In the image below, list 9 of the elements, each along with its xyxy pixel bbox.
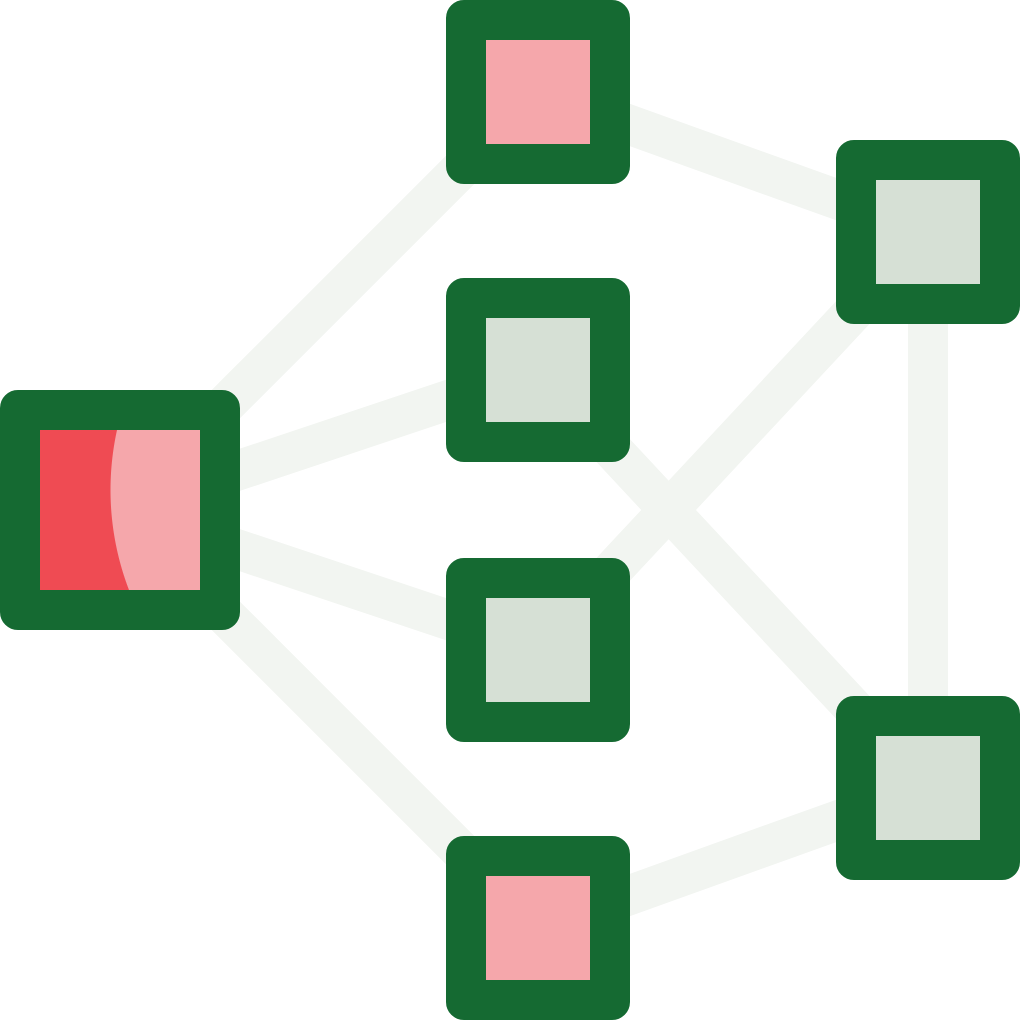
connector-line [603, 304, 863, 578]
square-node [446, 558, 630, 742]
square-node [446, 836, 630, 1020]
square-node [446, 0, 630, 184]
square-node [836, 696, 1020, 880]
square-node [0, 390, 240, 630]
connector-line [603, 442, 863, 716]
square-node [446, 278, 630, 462]
square-node [836, 140, 1020, 324]
